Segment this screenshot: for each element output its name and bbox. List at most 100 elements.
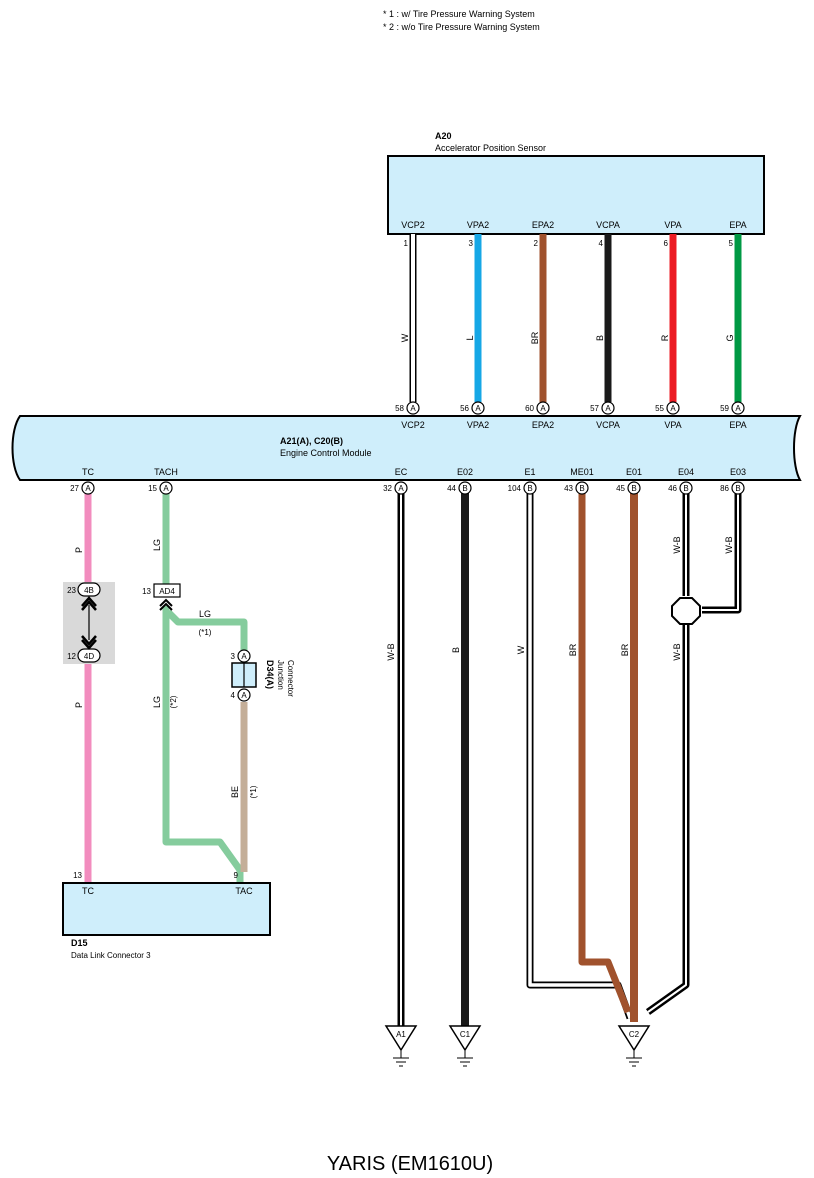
sensor-id: A20 — [435, 131, 452, 141]
ecm-id: A21(A), C20(B) — [280, 436, 343, 446]
note-1: * 1 : w/ Tire Pressure Warning System — [383, 9, 535, 19]
sensor-pin-vpa: 6 — [664, 239, 669, 248]
wire-label-tc-lower: P — [74, 702, 84, 708]
ecm-pin-86: 86 — [720, 484, 729, 493]
wire-label-e03: W-B — [724, 536, 734, 553]
ecm-term-vcpa: VCPA — [596, 420, 620, 430]
ecm-box — [11, 415, 802, 481]
wire-label-l: L — [465, 335, 475, 340]
wire-me01 — [578, 488, 632, 1014]
ground-c1 — [448, 1025, 482, 1067]
ecm-term-e01: E01 — [626, 467, 642, 477]
ad4-connector — [153, 583, 181, 598]
wire-label-e01: BR — [620, 643, 630, 656]
wire-label-w: W — [400, 333, 410, 342]
ecm-conn-46: B — [683, 484, 688, 493]
ecm-term-ec: EC — [395, 467, 408, 477]
ecm-pin-104: 104 — [508, 484, 522, 493]
wire-tach-direct — [162, 606, 244, 882]
ecm-pin-circle-86 — [731, 481, 745, 495]
ecm-pin-circle-58 — [406, 401, 420, 415]
ecm-pin-27: 27 — [70, 484, 79, 493]
wire-label-tach: LG — [152, 539, 162, 551]
dlc-term-tc: TC — [82, 886, 94, 896]
ground-a1 — [384, 1025, 418, 1067]
ecm-conn-60: A — [540, 404, 546, 413]
ecm-conn-86: B — [735, 484, 740, 493]
ecm-pin-circle-32 — [394, 481, 408, 495]
wire-e04-e03 — [645, 488, 742, 1015]
dlc-term-tac: TAC — [235, 886, 253, 896]
dlc-pin-tac: 9 — [234, 871, 239, 880]
wire-note-tach-branch: (*1) — [199, 628, 212, 637]
ecm-pin-circle-59 — [731, 401, 745, 415]
sensor-term-vcpa: VCPA — [596, 220, 620, 230]
ecm-pin-circle-45 — [627, 481, 641, 495]
note-2: * 2 : w/o Tire Pressure Warning System — [383, 22, 540, 32]
wire-label-tc-upper: P — [74, 547, 84, 553]
ecm-conn-43: B — [579, 484, 584, 493]
ecm-pin-60: 60 — [525, 404, 534, 413]
ecm-term-e03: E03 — [730, 467, 746, 477]
ad4-id: AD4 — [159, 587, 175, 596]
ecm-pin-57: 57 — [590, 404, 599, 413]
ecm-pin-circle-44 — [458, 481, 472, 495]
wire-label-tac: BE — [230, 786, 240, 798]
ecm-term-e04: E04 — [678, 467, 694, 477]
wire-note-tac: (*1) — [249, 785, 258, 798]
ecm-pin-circle-27 — [81, 481, 95, 495]
sensor-term-epa: EPA — [729, 220, 746, 230]
wire-label-r: R — [660, 334, 670, 341]
junction-id: D34(A) — [265, 660, 275, 689]
ecm-conn-57: A — [605, 404, 611, 413]
sensor-name: Accelerator Position Sensor — [435, 143, 546, 153]
ecm-pin-59: 59 — [720, 404, 729, 413]
ground-c2 — [617, 1025, 651, 1067]
junction-pin-bottom: 4 — [231, 691, 236, 700]
junction-pin-circle-top — [237, 649, 251, 663]
inline-connector-top-pin: 23 — [67, 586, 76, 595]
inline-connector-top-id: 4B — [84, 586, 94, 595]
ecm-pin-46: 46 — [668, 484, 677, 493]
ecm-term-e02: E02 — [457, 467, 473, 477]
junction-name-1: Junction — [276, 660, 285, 690]
ecm-pin-circle-15 — [159, 481, 173, 495]
inline-connector-top — [77, 582, 101, 597]
sensor-pin-epa2: 2 — [534, 239, 539, 248]
ecm-pin-55: 55 — [655, 404, 664, 413]
ecm-pin-circle-57 — [601, 401, 615, 415]
wire-label-e04-lower: W-B — [672, 643, 682, 660]
sensor-pin-vcpa: 4 — [599, 239, 604, 248]
ecm-term-me01: ME01 — [570, 467, 594, 477]
ecm-conn-45: B — [631, 484, 636, 493]
junction-name-2: Connector — [286, 660, 295, 697]
ground-a1-label: A1 — [396, 1030, 406, 1039]
dlc-name: Data Link Connector 3 — [71, 951, 151, 960]
ecm-conn-58: A — [410, 404, 416, 413]
ecm-pin-circle-43 — [575, 481, 589, 495]
wire-note-tach-direct: (*2) — [169, 695, 178, 708]
splice-point — [671, 597, 701, 625]
ecm-pin-circle-104 — [523, 481, 537, 495]
ecm-conn-32: A — [398, 484, 404, 493]
sensor-pin-vpa2: 3 — [469, 239, 474, 248]
sensor-pin-epa: 5 — [729, 239, 734, 248]
dlc-id: D15 — [71, 938, 88, 948]
sensor-pin-vcp2: 1 — [404, 239, 409, 248]
dlc-pin-tc: 13 — [73, 871, 82, 880]
inline-connector-symbol — [81, 596, 97, 650]
sensor-box — [387, 155, 765, 235]
wire-label-e1: W — [516, 645, 526, 654]
ecm-term-epa2: EPA2 — [532, 420, 554, 430]
junction-conn-bottom: A — [241, 691, 247, 700]
footer-title: YARIS (EM1610U) — [327, 1153, 493, 1175]
ecm-term-vpa: VPA — [664, 420, 681, 430]
ecm-name: Engine Control Module — [280, 448, 372, 458]
ecm-pin-circle-46 — [679, 481, 693, 495]
ad4-symbol — [159, 598, 173, 611]
ecm-conn-44: B — [462, 484, 467, 493]
sensor-term-epa2: EPA2 — [532, 220, 554, 230]
wire-label-ec: W-B — [386, 643, 396, 660]
ecm-term-epa: EPA — [729, 420, 746, 430]
